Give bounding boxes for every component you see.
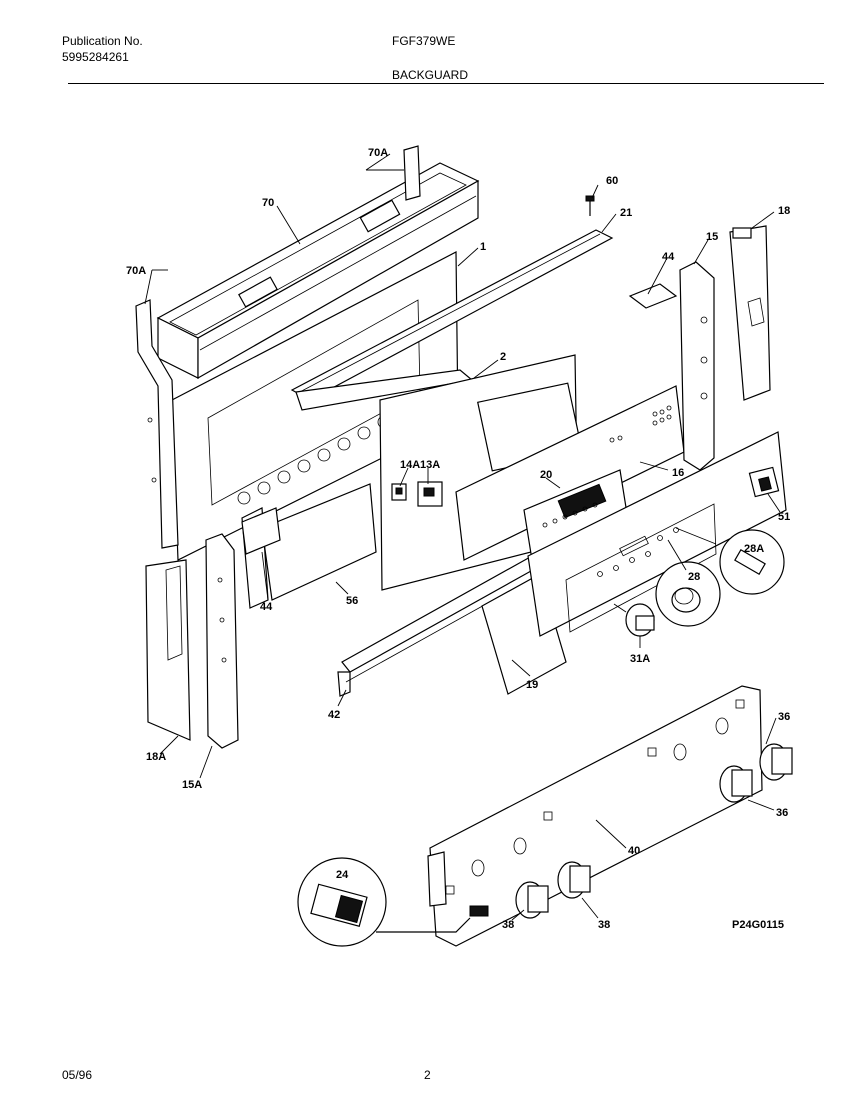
part-19-control-panel (481, 431, 787, 695)
label-44-left: 44 (260, 601, 273, 613)
label-40: 40 (628, 845, 640, 857)
part-14a-switch (391, 483, 407, 501)
label-16: 16 (672, 467, 684, 479)
part-60-screw (585, 195, 595, 216)
figure-code: P24G0115 (732, 919, 784, 931)
part-13a-switch (417, 481, 443, 507)
publication-number: 5995284261 (62, 50, 129, 64)
label-51: 51 (778, 511, 790, 523)
part-70a-bracket-top (403, 145, 421, 201)
label-31a: 31A (630, 653, 650, 665)
part-15a-side-bracket-left (205, 533, 239, 749)
part-40-lower-panel (427, 685, 763, 947)
label-60: 60 (606, 175, 618, 187)
label-28a: 28A (744, 543, 764, 555)
label-56: 56 (346, 595, 358, 607)
publication-label: Publication No. (62, 34, 143, 48)
label-44-top: 44 (662, 251, 675, 263)
label-15: 15 (706, 231, 718, 243)
label-24: 24 (336, 869, 349, 881)
label-13a: 13A (420, 459, 440, 471)
section-title: BACKGUARD (392, 68, 469, 82)
label-70: 70 (262, 197, 274, 209)
part-28a-knob-inset (719, 529, 785, 595)
part-38-knobs (515, 861, 591, 919)
part-24-switch-inset (297, 857, 489, 947)
part-20-clock (523, 469, 629, 561)
label-36-a: 36 (778, 711, 790, 723)
part-70a-bracket-left (135, 299, 179, 549)
label-70a-left: 70A (126, 265, 146, 277)
label-15a: 15A (182, 779, 202, 791)
label-18a: 18A (146, 751, 166, 763)
part-44-bracket-top (628, 283, 678, 309)
part-44-bracket-left (241, 507, 281, 555)
part-31a-knob (625, 603, 655, 637)
label-42: 42 (328, 709, 340, 721)
part-18-end-cap-right (729, 225, 771, 401)
label-70a-top: 70A (368, 147, 388, 159)
label-1: 1 (480, 241, 486, 253)
label-19: 19 (526, 679, 538, 691)
model-number: FGF379WE (392, 34, 456, 48)
header-rule (68, 83, 824, 84)
part-36-knobs (719, 743, 793, 803)
label-28: 28 (688, 571, 700, 583)
footer-date: 05/96 (62, 1068, 93, 1082)
part-labels: 70A 70 70A 60 21 1 18 15 44 2 14A 13A 16… (126, 147, 790, 931)
leader-lines (144, 153, 781, 921)
label-21: 21 (620, 207, 632, 219)
part-70-top-trim (156, 162, 480, 380)
label-18: 18 (778, 205, 790, 217)
page-number: 2 (424, 1068, 431, 1082)
part-28-knob-inset (655, 561, 721, 627)
label-38-a: 38 (502, 919, 514, 931)
label-2: 2 (500, 351, 506, 363)
label-38-b: 38 (598, 919, 610, 931)
part-18a-end-cap-left (145, 559, 191, 741)
label-36-b: 36 (776, 807, 788, 819)
label-14a: 14A (400, 459, 420, 471)
label-20: 20 (540, 469, 552, 481)
part-15-side-bracket-right (679, 261, 715, 471)
